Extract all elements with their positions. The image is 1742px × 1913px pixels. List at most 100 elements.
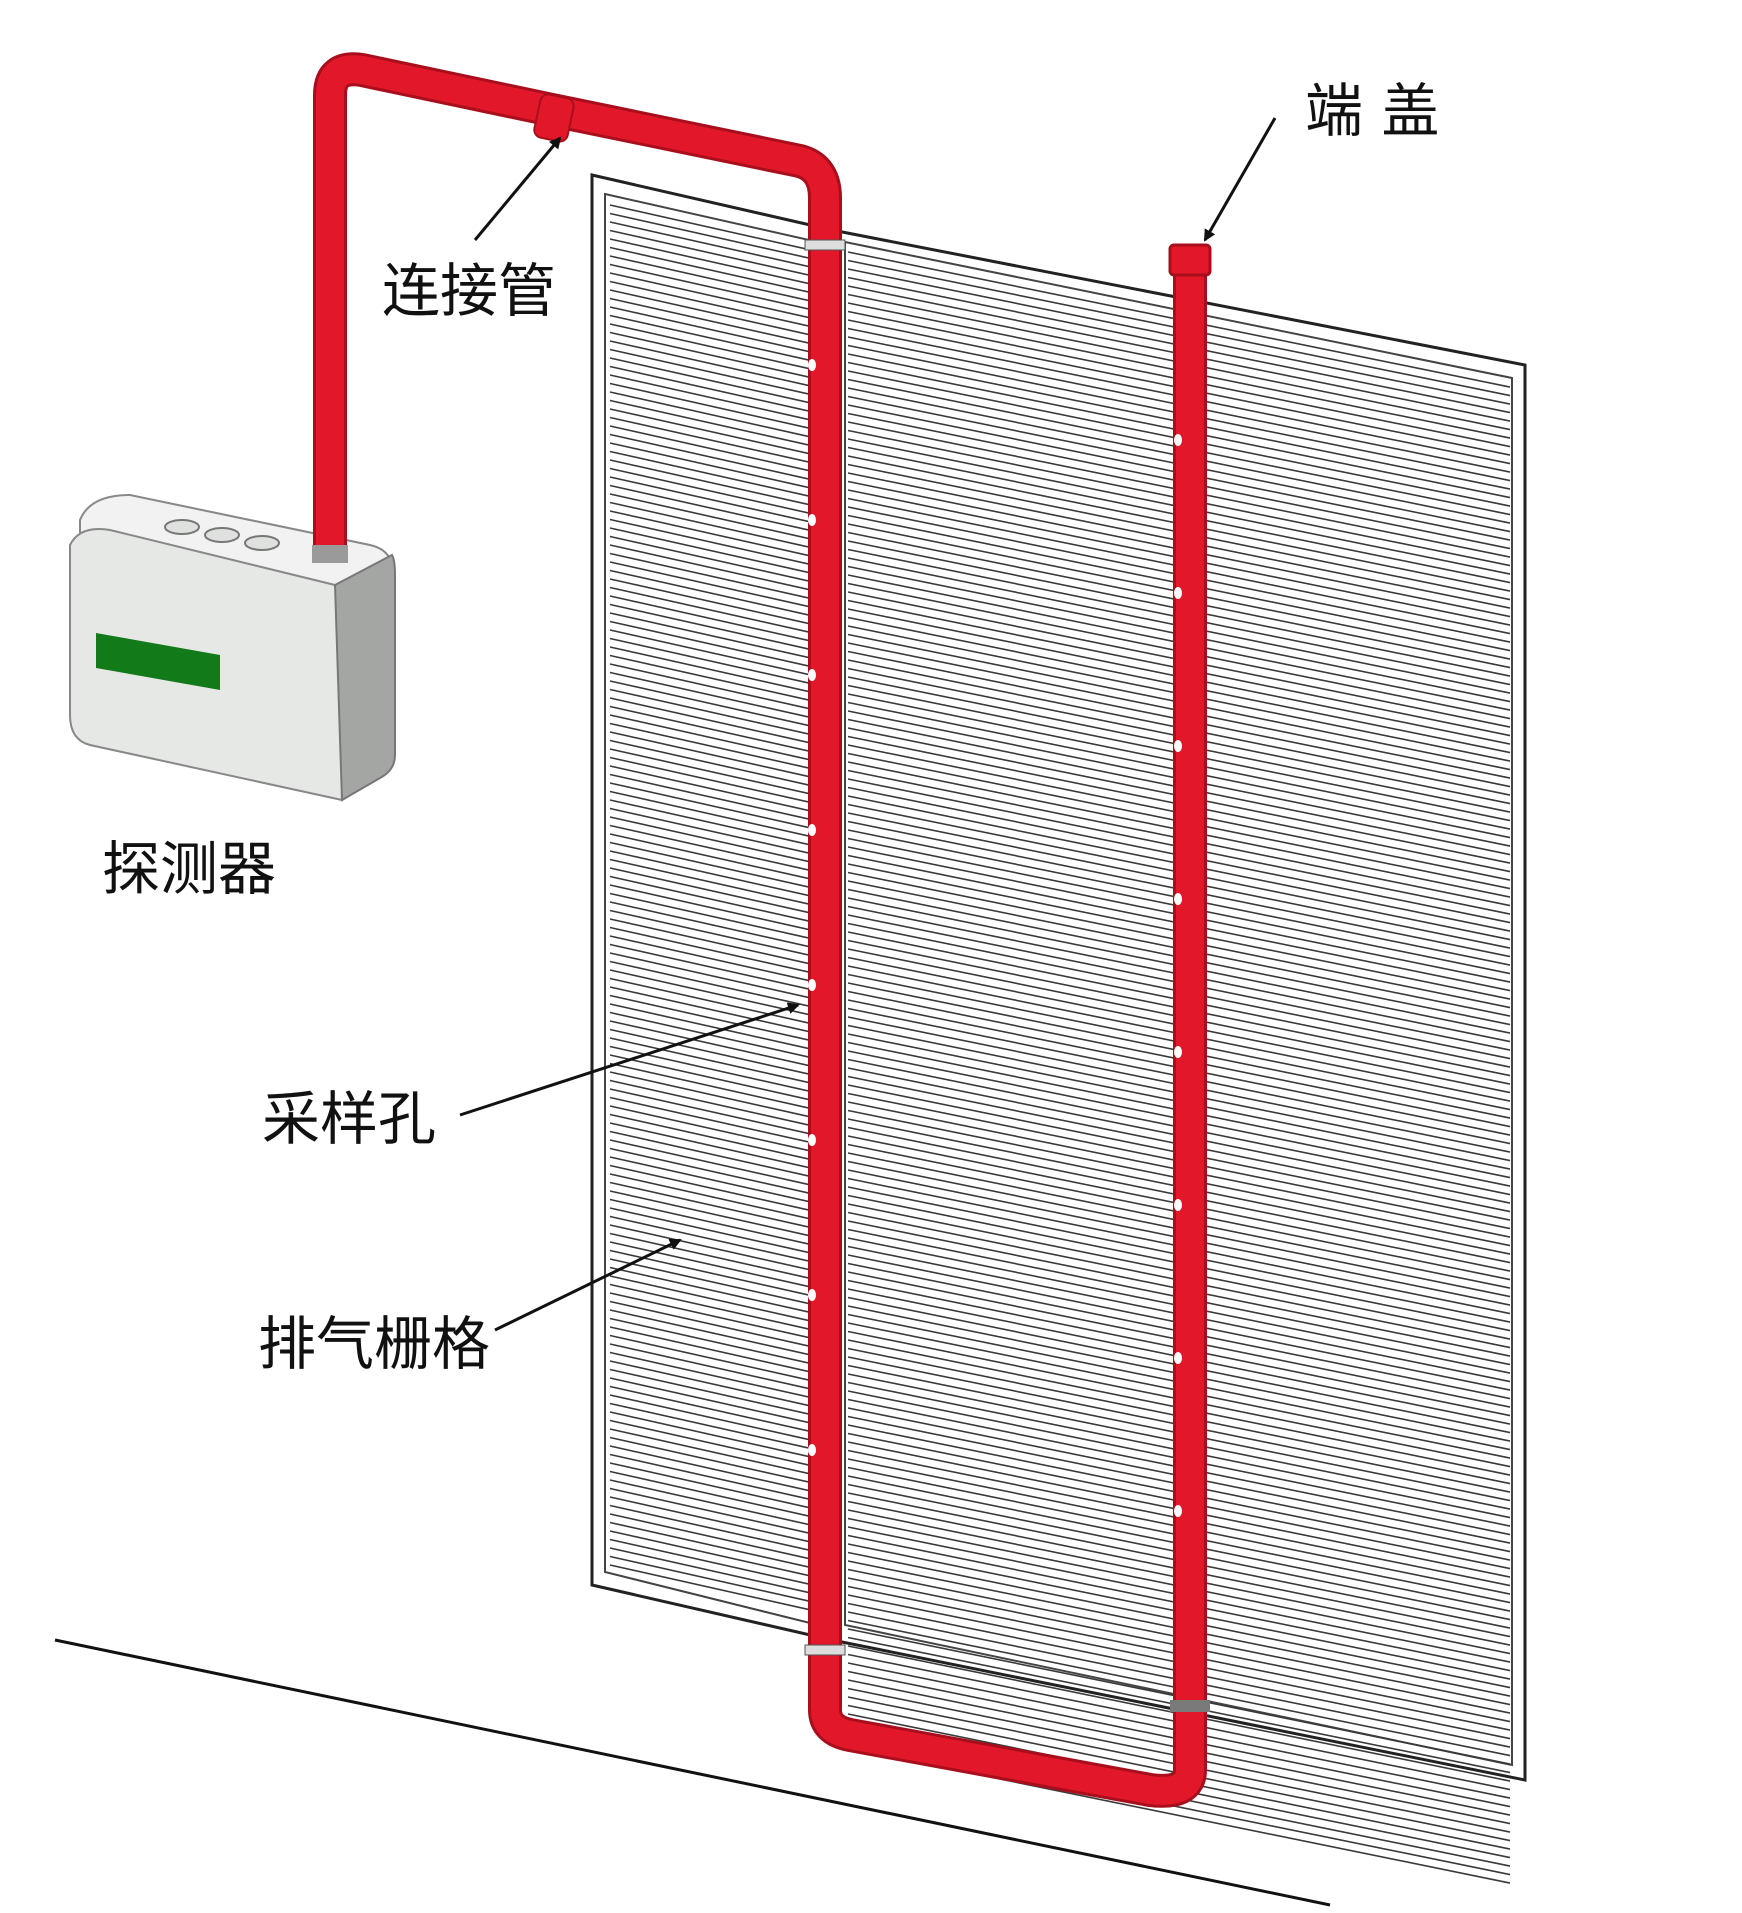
sampling-hole — [808, 1134, 816, 1146]
grille-slat — [609, 697, 816, 745]
sampling-hole — [808, 514, 816, 526]
grille-slat — [609, 544, 816, 592]
grille-slat — [609, 1003, 816, 1051]
grille-slat — [609, 1181, 816, 1230]
sampling-holes-left — [808, 359, 816, 1456]
grille-slat — [609, 578, 816, 626]
grille-slat — [609, 1428, 816, 1476]
grille-slat — [609, 1062, 816, 1111]
grille-slat — [609, 1130, 816, 1179]
grille-slat — [609, 569, 816, 618]
label-connecting-pipe: 连接管 — [382, 257, 557, 325]
pipe-clip-right-bottom — [1170, 1700, 1210, 1712]
label-exhaust-grille: 排气栅格 — [258, 1310, 491, 1378]
grille-slat — [609, 663, 816, 711]
grille-slat — [609, 238, 816, 286]
grille-slat — [609, 221, 816, 269]
grille-slat — [609, 1496, 816, 1544]
grille-slat — [609, 603, 816, 652]
grille-slat — [609, 1487, 816, 1536]
sampling-hole — [808, 359, 816, 371]
detector-unit — [69, 493, 396, 802]
sampling-hole — [1174, 1199, 1182, 1211]
grille-slat — [609, 1054, 816, 1102]
grille-slat — [609, 1504, 816, 1553]
grille-slat — [609, 671, 816, 720]
grille-slat — [609, 1292, 816, 1340]
sampling-hole — [1174, 1352, 1182, 1364]
grille-slat — [609, 748, 816, 796]
grille-slat — [609, 1377, 816, 1425]
grille-slat — [609, 1445, 816, 1493]
grille-slat — [609, 280, 816, 329]
grille-slat — [609, 884, 816, 932]
grille-slat — [609, 1343, 816, 1391]
grille-slat — [609, 1011, 816, 1060]
label-end-cap: 端 盖 — [1305, 77, 1440, 145]
grille-slat — [609, 476, 816, 524]
sampling-hole — [1174, 893, 1182, 905]
grille-slat — [609, 960, 816, 1009]
sampling-hole — [1174, 1505, 1182, 1517]
grille-slat — [609, 969, 816, 1017]
grille-slat — [609, 323, 816, 371]
grille-slat — [609, 1224, 816, 1272]
sampling-hole — [808, 824, 816, 836]
sampling-hole — [808, 1289, 816, 1301]
grille-slat — [609, 1164, 816, 1213]
sampling-hole — [1174, 740, 1182, 752]
grille-slat — [609, 1555, 816, 1604]
grille-slat — [609, 841, 816, 890]
grille-slat — [609, 629, 816, 677]
sampling-hole — [808, 979, 816, 991]
grille-slat — [609, 357, 816, 405]
grille-left-slats — [609, 204, 816, 1612]
grille-slat — [609, 1147, 816, 1196]
grille-slat — [609, 1139, 816, 1187]
grille-slat — [609, 425, 816, 473]
grille-slat — [609, 1394, 816, 1442]
grille-slat — [609, 1470, 816, 1519]
grille-slat — [609, 1385, 816, 1434]
grille-slat — [609, 561, 816, 609]
grille-slat — [609, 773, 816, 822]
grille-slat — [609, 1198, 816, 1247]
grille-slat — [609, 833, 816, 881]
detector-side — [333, 553, 396, 802]
pipe-run — [316, 55, 1204, 1805]
grille-slat — [609, 450, 816, 499]
grille-slat — [609, 255, 816, 303]
grille-slat — [609, 374, 816, 422]
grille-slat — [609, 1368, 816, 1417]
arrow-end-cap — [1203, 117, 1277, 242]
sampling-holes-right — [1174, 434, 1182, 1517]
grille-slat — [609, 493, 816, 541]
grille-slat — [609, 365, 816, 414]
floor-line — [54, 1638, 1331, 1907]
grille-slat — [609, 1105, 816, 1153]
grille-slat — [609, 527, 816, 575]
grille-slat — [609, 1071, 816, 1119]
grille-slat — [609, 1079, 816, 1128]
grille-slat — [609, 1317, 816, 1366]
grille-slat — [609, 1283, 816, 1332]
grille-slat — [609, 1241, 816, 1289]
grille-slat — [609, 739, 816, 788]
grille-slat — [609, 943, 816, 992]
grille-slat — [609, 1156, 816, 1204]
grille-slat — [609, 518, 816, 567]
grille-slat — [609, 408, 816, 456]
grille-slat — [609, 1028, 816, 1077]
grille-slat — [609, 204, 816, 252]
grille-slat — [609, 1096, 816, 1145]
grille-slat — [609, 731, 816, 779]
sampling-hole — [1174, 434, 1182, 446]
grille-slat — [609, 1453, 816, 1502]
pipe-clip-top — [804, 239, 846, 251]
grille-slat — [609, 1207, 816, 1255]
grille-slat — [609, 867, 816, 915]
grille-slat — [609, 986, 816, 1034]
grille-slat — [609, 314, 816, 363]
grille-slat — [609, 875, 816, 924]
